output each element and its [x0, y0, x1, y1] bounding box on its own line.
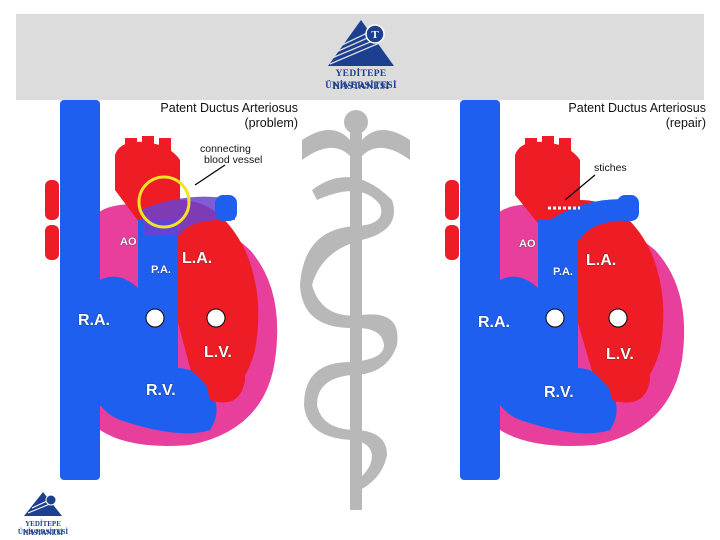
highlight-circle [137, 175, 191, 229]
right-label-pa: P.A. [553, 266, 573, 278]
pulmonary-branch [617, 195, 639, 221]
pulmonary-branch [215, 195, 237, 221]
vena-cava [60, 100, 100, 480]
vena-cava [460, 100, 500, 480]
left-note-line1: connecting [200, 143, 251, 155]
vessel-left-top [445, 180, 459, 220]
left-label-lv: L.V. [204, 344, 232, 361]
right-label-ra: R.A. [478, 314, 510, 331]
left-title: Patent Ductus Arteriosus (problem) [78, 101, 298, 131]
right-title-line1: Patent Ductus Arteriosus [568, 101, 706, 115]
pulmonary-valve-icon [145, 308, 165, 328]
right-label-lv: L.V. [606, 346, 634, 363]
left-note-line2: blood vessel [204, 154, 263, 166]
right-atrium [100, 276, 150, 396]
mitral-valve-icon [206, 308, 226, 328]
left-label-la: L.A. [182, 250, 213, 267]
logo-mark-text: T [371, 29, 379, 41]
heart-diagram-problem [45, 100, 278, 480]
triangle-logo-small-icon [24, 492, 63, 516]
aortic-branch-1 [125, 138, 137, 166]
left-label-pa: P.A. [151, 264, 171, 276]
note-pointer [564, 174, 596, 201]
aortic-branch-3 [559, 138, 571, 166]
yeditepe-logo: T YEDİTEPE ÜNİVERSİTESİ HASTANESİ [300, 16, 422, 100]
left-label-ra: R.A. [78, 312, 110, 329]
right-title: Patent Ductus Arteriosus (repair) [486, 101, 706, 131]
mitral-valve-icon [608, 308, 628, 328]
caduceus-watermark-icon [300, 110, 410, 510]
pulmonary-artery [138, 220, 178, 380]
left-ventricle [195, 338, 245, 403]
yeditepe-logo-small: YEDİTEPE ÜNİVERSİTESİ HASTANESİ [0, 490, 86, 540]
right-ventricle [490, 366, 617, 434]
left-ventricle [598, 338, 650, 403]
pulmonary-valve-icon [545, 308, 565, 328]
left-title-line2: (problem) [244, 116, 299, 130]
right-note-line1: stiches [594, 162, 627, 174]
heart-diagram-repair [445, 100, 685, 480]
right-title-line2: (repair) [665, 116, 706, 130]
triangle-logo-icon: T [328, 20, 397, 66]
right-label-rv: R.V. [544, 384, 574, 401]
vessel-left-top [45, 180, 59, 220]
left-heart-red [515, 141, 664, 405]
pulmonary-artery [538, 220, 578, 380]
aortic-branch-2 [542, 136, 554, 166]
vessel-left-bottom [445, 225, 459, 260]
right-label-ao: AO [519, 238, 536, 250]
right-ventricle [90, 366, 217, 434]
right-atrium [500, 276, 550, 396]
left-title-line1: Patent Ductus Arteriosus [160, 101, 298, 115]
logo-line2: HASTANESİ [332, 82, 390, 92]
aortic-branch-1 [525, 138, 537, 166]
logo-line1: YEDİTEPE ÜNİVERSİTESİ [325, 69, 397, 91]
right-label-la: L.A. [586, 252, 617, 269]
aortic-branch-3 [159, 138, 171, 166]
ductus-mixing [140, 196, 235, 235]
logo-small-line2: HASTANESİ [23, 529, 63, 537]
aortic-branch-2 [142, 136, 154, 166]
note-pointer [194, 164, 226, 186]
left-label-rv: R.V. [146, 382, 176, 399]
pulmonary-branch-arch [550, 199, 635, 240]
left-label-ao: AO [120, 236, 137, 248]
vessel-left-bottom [45, 225, 59, 260]
logo-small-line1: YEDİTEPE ÜNİVERSİTESİ [17, 520, 69, 536]
